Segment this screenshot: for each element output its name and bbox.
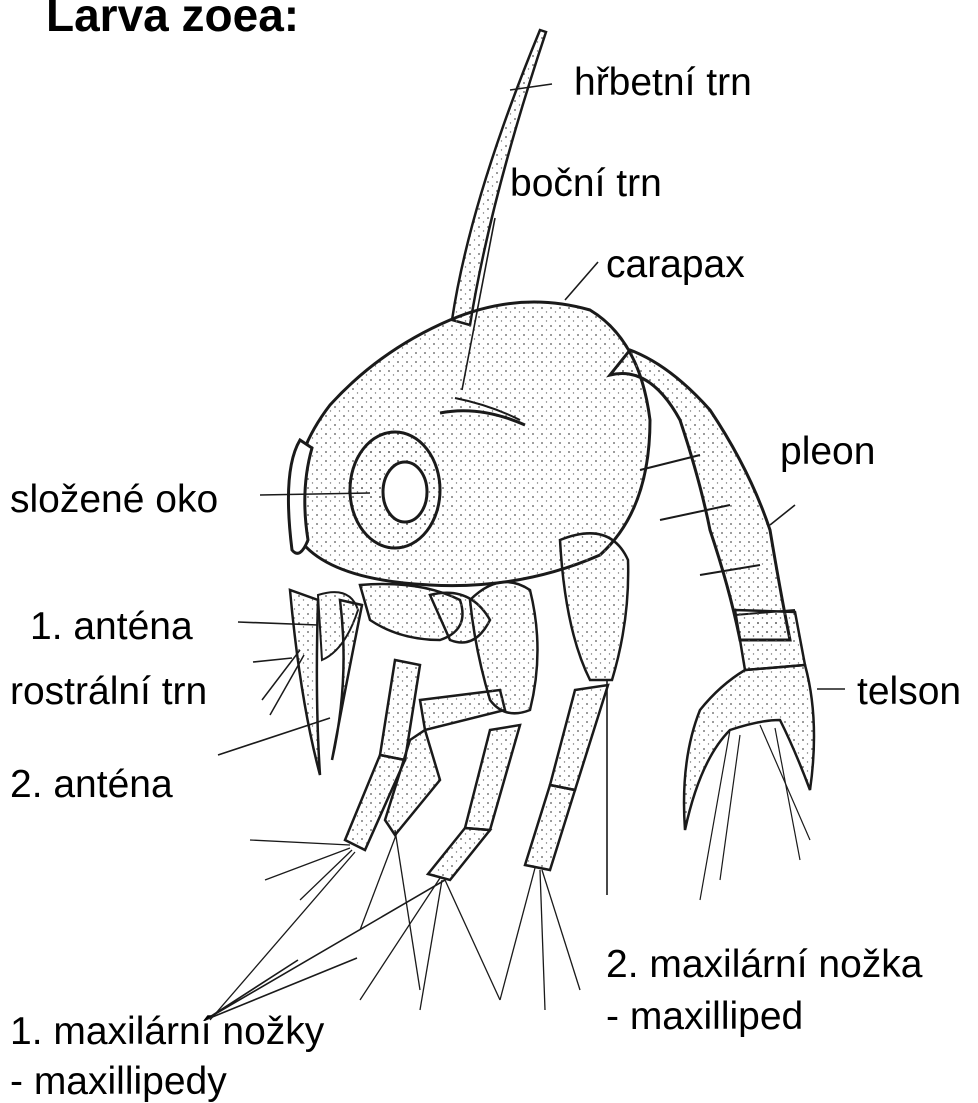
rostral-spine-shape [290,590,320,775]
diagram-title: Larva zoea: [46,0,299,42]
label-maxillipeds1-line1: 1. maxilární nožky [10,1012,324,1051]
label-antenna2: 2. anténa [10,765,173,804]
label-maxilliped2-line2: - maxilliped [606,997,803,1036]
leader-pleon [770,505,795,525]
label-antenna1: 1. anténa [30,607,193,646]
leader-rostral-spine [253,658,292,662]
leader-carapace [565,262,598,300]
label-maxilliped2-line1: 2. maxilární nožka [606,945,922,984]
label-compound-eye: složené oko [10,480,218,519]
leader-maxillipeds1 [205,880,445,1020]
compound-eye-shape [350,432,440,548]
label-telson: telson [857,672,961,711]
label-maxillipeds1-line2: - maxillipedy [10,1062,227,1101]
label-pleon: pleon [780,432,875,471]
label-carapace: carapax [606,245,745,284]
label-lateral-spine: boční trn [510,164,662,203]
label-dorsal-spine: hřbetní trn [574,63,752,102]
telson-shape [684,665,814,900]
label-rostral-spine: rostrální trn [10,672,207,711]
